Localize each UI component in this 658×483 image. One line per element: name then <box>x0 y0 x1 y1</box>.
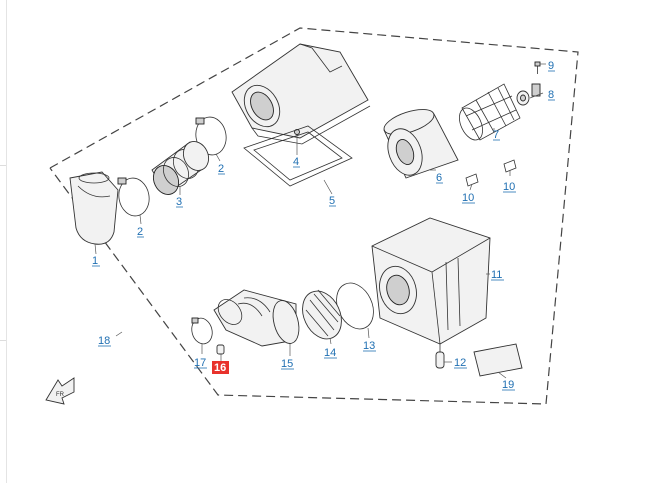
callout-2-front[interactable]: 2 <box>137 226 143 238</box>
part-19-label-sticker[interactable] <box>473 343 523 377</box>
viewer-tick-mark <box>0 165 6 166</box>
callout-7[interactable]: 7 <box>493 129 499 141</box>
part-17-clamp[interactable] <box>189 316 215 346</box>
front-direction-arrow-icon: FR <box>45 377 75 405</box>
part-4-airbox-cover[interactable] <box>231 43 371 145</box>
callout-16-highlight <box>212 361 229 374</box>
viewer-tick-mark <box>0 340 6 341</box>
svg-text:FR: FR <box>56 392 65 398</box>
part-5-gasket[interactable] <box>243 125 353 187</box>
part-6-filter-element[interactable] <box>381 104 459 180</box>
callout-4[interactable]: 4 <box>293 156 299 168</box>
callout-5[interactable]: 5 <box>329 195 335 207</box>
callout-12[interactable]: 12 <box>454 357 466 369</box>
callout-3[interactable]: 3 <box>176 196 182 208</box>
viewer-left-border <box>6 0 7 483</box>
callout-13[interactable]: 13 <box>363 340 375 352</box>
callout-10-right[interactable]: 10 <box>503 181 515 193</box>
callout-1[interactable]: 1 <box>92 255 98 267</box>
part-2-clamp-rear[interactable] <box>193 115 229 158</box>
callout-17[interactable]: 17 <box>194 357 206 369</box>
callout-18[interactable]: 18 <box>98 335 110 347</box>
callout-6[interactable]: 6 <box>436 172 442 184</box>
part-14-mesh-screen[interactable] <box>295 285 349 346</box>
callout-10-left[interactable]: 10 <box>462 192 474 204</box>
part-2-clamp-front[interactable] <box>116 176 152 219</box>
callout-labels: 1 2 2 3 4 5 6 7 8 9 10 10 11 12 13 14 15… <box>92 60 554 391</box>
callout-11[interactable]: 11 <box>491 269 502 281</box>
part-10-clip-right[interactable] <box>503 159 517 173</box>
callout-underlines <box>92 70 555 391</box>
part-1-intake-duct[interactable] <box>69 171 119 245</box>
callout-15[interactable]: 15 <box>281 358 293 370</box>
callout-2-rear[interactable]: 2 <box>218 163 224 175</box>
assembly-boundary <box>49 27 579 405</box>
callout-19[interactable]: 19 <box>502 379 514 391</box>
leader-lines <box>94 63 546 379</box>
callout-8[interactable]: 8 <box>548 89 554 101</box>
part-12-drain-plug[interactable] <box>435 344 445 369</box>
part-10-clip-left[interactable] <box>465 173 479 187</box>
callout-9[interactable]: 9 <box>548 60 554 72</box>
part-7-filter-cage[interactable] <box>455 83 521 144</box>
part-16-fitting[interactable] <box>216 344 225 355</box>
part-9-bolt[interactable] <box>534 61 541 74</box>
part-11-airbox-housing[interactable] <box>371 217 491 345</box>
callout-14[interactable]: 14 <box>324 347 336 359</box>
part-3-rubber-boot[interactable] <box>149 137 213 198</box>
callout-16[interactable]: 16 <box>214 362 226 374</box>
part-8-washer[interactable] <box>516 83 541 106</box>
part-15-intake-adapter[interactable] <box>213 289 303 347</box>
